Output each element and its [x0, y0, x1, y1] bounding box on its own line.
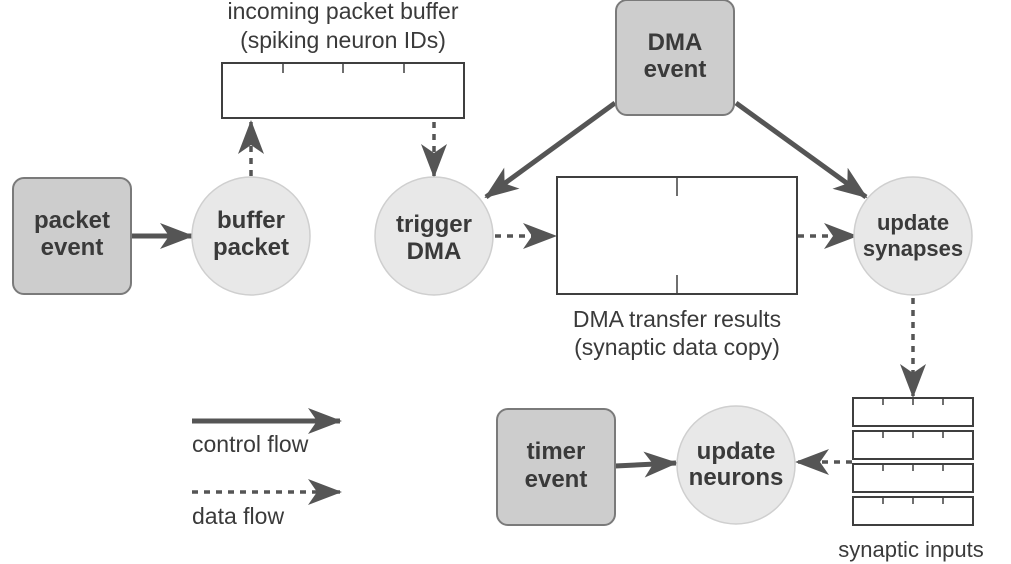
trigger-dma-label-line2: DMA: [407, 238, 462, 265]
update-neurons-node: update neurons: [676, 405, 796, 525]
dma-event-label-line1: DMA: [648, 29, 703, 56]
arrow-timer-event-to-update-neurons: [614, 451, 678, 478]
trigger-dma-label-line1: trigger: [396, 211, 472, 238]
incoming-buffer-caption-line2: (spiking neuron IDs): [240, 27, 446, 53]
incoming-buffer-caption-line1: incoming packet buffer: [228, 0, 459, 24]
legend-control-flow-label: control flow: [192, 431, 309, 457]
incoming-packet-buffer: incoming packet buffer (spiking neuron I…: [221, 0, 465, 119]
update-synapses-label-line1: update: [877, 210, 949, 235]
buffer-packet-label-line1: buffer: [217, 207, 285, 234]
packet-event-label-line1: packet: [34, 207, 110, 234]
synaptic-inputs-buffer: synaptic inputs: [838, 397, 984, 562]
dma-results-caption-line2: (synaptic data copy): [574, 334, 780, 360]
update-neurons-label-line1: update: [697, 438, 776, 465]
buffer-packet-node: buffer packet: [191, 176, 311, 296]
timer-event-label-line2: event: [525, 466, 588, 493]
synaptic-input-row: [852, 463, 974, 493]
packet-event-label-line2: event: [41, 234, 104, 261]
timer-event-label-line1: timer: [527, 438, 586, 465]
packet-event-node: packet event: [12, 177, 132, 295]
dma-event-label-line2: event: [644, 56, 707, 83]
update-synapses-node: update synapses: [853, 176, 973, 296]
synaptic-inputs-caption: synaptic inputs: [838, 537, 984, 562]
legend: control flow data flow: [192, 408, 342, 529]
arrow-dma-event-to-update-synapses: [734, 100, 868, 200]
trigger-dma-node: trigger DMA: [374, 176, 494, 296]
buffer-packet-label-line2: packet: [213, 234, 289, 261]
legend-data-flow-label: data flow: [192, 503, 284, 529]
dma-transfer-results-buffer: DMA transfer results (synaptic data copy…: [556, 176, 798, 360]
update-neurons-label-line2: neurons: [689, 464, 784, 491]
dma-results-caption-line1: DMA transfer results: [573, 306, 781, 332]
arrow-dma-event-to-trigger-dma: [484, 100, 617, 200]
timer-event-node: timer event: [496, 408, 616, 526]
dma-event-node: DMA event: [615, 0, 735, 116]
dma-results-box: [556, 176, 798, 295]
update-synapses-label-line2: synapses: [863, 236, 963, 261]
